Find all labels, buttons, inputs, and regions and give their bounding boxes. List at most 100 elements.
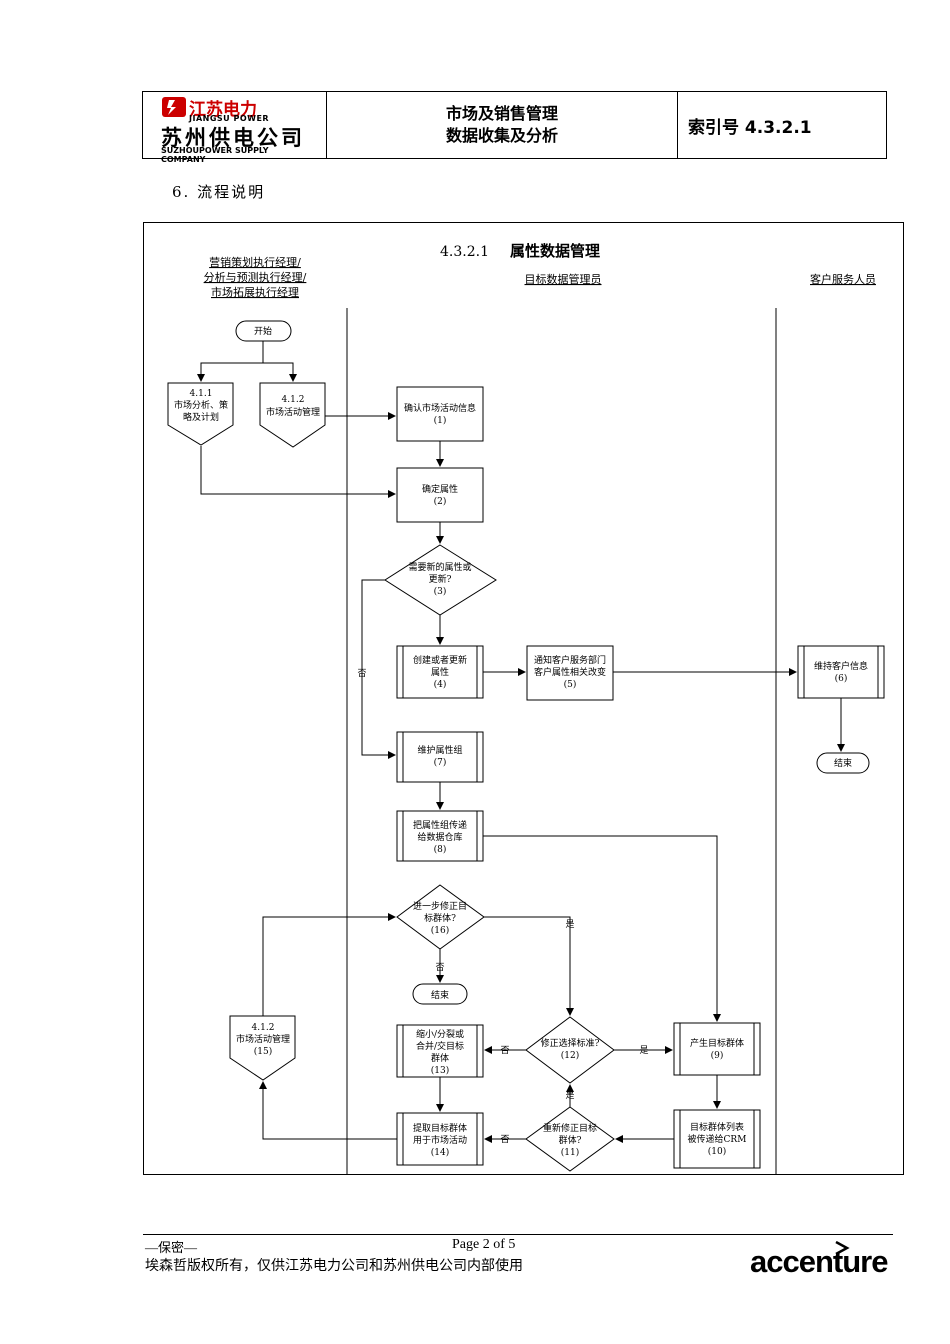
- node-4-line1: 创建或者更新: [413, 654, 467, 666]
- ref-411-line3: 略及计划: [183, 411, 219, 423]
- company-logo: 江苏电力 JIANGSU POWER 苏州供电公司 SUZHOUPOWER SU…: [159, 94, 309, 164]
- ref-15-line2: 市场活动管理: [236, 1033, 290, 1045]
- logo-mark-icon: [162, 97, 186, 117]
- ref-411-shape: [167, 382, 234, 446]
- node-6-box: [797, 645, 885, 699]
- node-14-box: [396, 1112, 484, 1166]
- node-14-line1: 提取目标群体: [413, 1122, 467, 1134]
- decision-12-shape: [525, 1016, 615, 1084]
- accenture-chevron-icon: [835, 1241, 850, 1255]
- decision-16-line2: 标群体?: [424, 912, 456, 924]
- node-13-line3: 群体: [431, 1052, 449, 1064]
- node-10-num: (10): [708, 1146, 726, 1157]
- lane3-label: 客户服务人员: [810, 272, 876, 286]
- diagram-title: 属性数据管理: [510, 242, 600, 260]
- node-10-line2: 被传递给CRM: [688, 1133, 747, 1145]
- decision-16-line1: 进一步修正目: [413, 900, 467, 912]
- node-13-num: (13): [431, 1065, 449, 1076]
- lane1-label-1: 营销策划执行经理/: [209, 255, 301, 269]
- end-label-2: 结束: [431, 989, 449, 1001]
- lane1-label-2: 分析与预测执行经理/: [204, 270, 307, 284]
- lane2-label: 目标数据管理员: [525, 272, 602, 286]
- accenture-logo: accenture: [750, 1244, 888, 1279]
- section-title: 6. 流程说明: [172, 183, 266, 201]
- node-8-num: (8): [434, 844, 447, 855]
- node-1-label: 确认市场活动信息: [404, 402, 476, 414]
- decision-3-line1: 需要新的属性或: [408, 561, 471, 573]
- node-9-num: (9): [711, 1050, 724, 1061]
- footer-copyright: 埃森哲版权所有，仅供江苏电力公司和苏州供电公司内部使用: [145, 1259, 523, 1274]
- logo-cn-main: 苏州供电公司: [161, 126, 305, 150]
- node-13-line1: 缩小/分裂或: [416, 1028, 464, 1040]
- decision-11-line1: 重新修正目标: [543, 1122, 597, 1134]
- node-2-label: 确定属性: [422, 483, 458, 495]
- lane1-label-3: 市场拓展执行经理: [211, 285, 299, 299]
- header-title-cell: 市场及销售管理 数据收集及分析: [327, 92, 678, 158]
- ref-412-shape: [259, 382, 326, 448]
- decision-12-line1: 修正选择标准?: [541, 1037, 600, 1049]
- node-8-box: [396, 810, 484, 862]
- node-6-label: 维持客户信息: [814, 660, 868, 672]
- node-1-box: [396, 386, 484, 442]
- decision-11-num: (11): [561, 1147, 579, 1158]
- label-no-d12: 否: [500, 1045, 509, 1056]
- ref-15-line1: 4.1.2: [252, 1023, 275, 1033]
- footer-page-number: Page 2 of 5: [452, 1237, 516, 1252]
- diagram-title-number: 4.3.2.1: [440, 244, 489, 260]
- end-label-1: 结束: [834, 757, 852, 769]
- logo-cell: 江苏电力 JIANGSU POWER 苏州供电公司 SUZHOUPOWER SU…: [143, 92, 327, 164]
- node-14-line2: 用于市场活动: [413, 1134, 467, 1146]
- node-5-line2: 客户属性相关改变: [534, 666, 606, 678]
- ref-411-line1: 4.1.1: [190, 389, 213, 399]
- ref-412-line1: 4.1.2: [282, 395, 305, 405]
- decision-3-num: (3): [434, 586, 447, 597]
- decision-16-num: (16): [431, 925, 449, 936]
- node-5-num: (5): [564, 679, 577, 690]
- node-4-line2: 属性: [431, 666, 449, 678]
- decision-3-line2: 更新?: [429, 573, 452, 585]
- node-5-box: [526, 645, 614, 701]
- header-title-line1: 市场及销售管理: [445, 104, 558, 123]
- node-9-box: [673, 1022, 761, 1076]
- footer-confidential: —保密—: [145, 1240, 198, 1255]
- decision-11-shape: [525, 1106, 615, 1172]
- header-title-line2: 数据收集及分析: [445, 126, 558, 145]
- node-7-label: 维护属性组: [417, 744, 462, 756]
- node-10-box: [673, 1109, 761, 1169]
- node-13-box: [396, 1024, 484, 1078]
- node-9-label: 产生目标群体: [690, 1037, 744, 1049]
- node-13-line2: 合并/交目标: [416, 1040, 464, 1052]
- logo-en-main: SUZHOUPOWER SUPPLY COMPANY: [161, 146, 269, 164]
- label-no-d16: 否: [435, 962, 444, 973]
- node-1-num: (1): [434, 415, 447, 426]
- logo-en-top: JIANGSU POWER: [189, 114, 270, 123]
- node-4-num: (4): [434, 679, 447, 690]
- node-8-line1: 把属性组传递: [413, 819, 467, 831]
- start-label: 开始: [254, 325, 272, 337]
- node-7-num: (7): [434, 757, 447, 768]
- ref-412-line2: 市场活动管理: [266, 406, 320, 418]
- end-terminal-2: [412, 983, 468, 1005]
- index-number: 索引号 4.3.2.1: [688, 117, 812, 138]
- node-10-line1: 目标群体列表: [690, 1121, 744, 1133]
- decision-12-num: (12): [561, 1050, 579, 1061]
- node-6-num: (6): [835, 673, 848, 684]
- ref-15-shape: [229, 1015, 296, 1081]
- document-header: 江苏电力 JIANGSU POWER 苏州供电公司 SUZHOUPOWER SU…: [142, 91, 887, 164]
- label-yes-d12: 是: [639, 1045, 648, 1056]
- node-2-box: [396, 467, 484, 523]
- logo-cn-top: 江苏电力: [189, 100, 257, 120]
- footer-divider: [143, 1234, 893, 1235]
- flowchart: 4.3.2.1 属性数据管理 营销策划执行经理/ 分析与预测执行经理/ 市场拓展…: [143, 222, 904, 1175]
- decision-11-line2: 群体?: [559, 1134, 582, 1146]
- node-2-num: (2): [434, 496, 447, 507]
- end-terminal-1: [816, 752, 870, 774]
- ref-15-num: (15): [254, 1046, 272, 1057]
- ref-411-line2: 市场分析、策: [174, 399, 228, 411]
- node-5-line1: 通知客户服务部门: [534, 654, 606, 666]
- node-14-num: (14): [431, 1147, 449, 1158]
- node-8-line2: 给数据仓库: [417, 831, 462, 843]
- label-yes-d16: 是: [565, 919, 574, 930]
- label-yes-d11: 是: [565, 1090, 574, 1101]
- node-7-box: [396, 731, 484, 783]
